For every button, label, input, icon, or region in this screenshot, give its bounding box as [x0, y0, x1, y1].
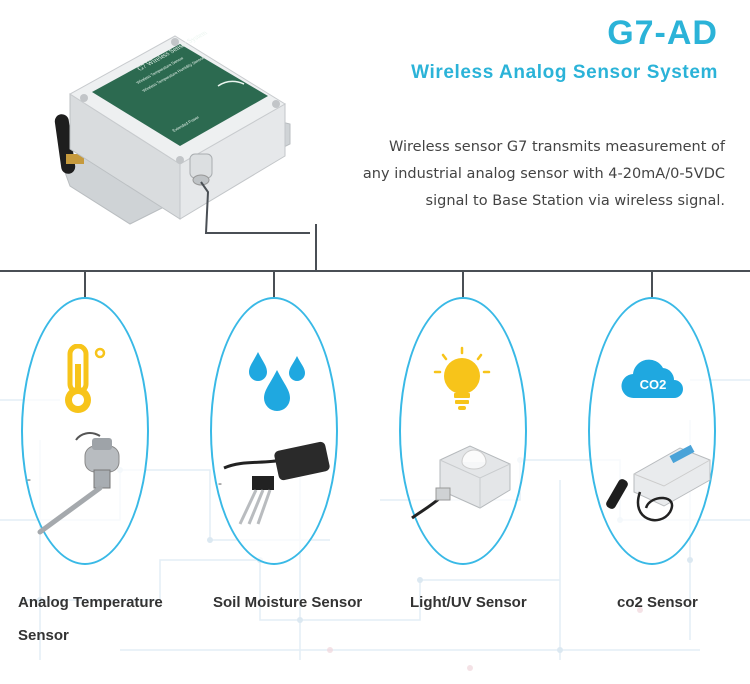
decorative-dash: -	[27, 472, 31, 486]
device-connector-line	[315, 224, 317, 272]
brand-logo-icon	[217, 80, 245, 87]
sensor-label-temperature: Analog Temperature Sensor	[18, 586, 198, 652]
sensor-label-co2: co2 Sensor	[617, 586, 737, 619]
sensor-card-co2	[588, 297, 716, 565]
decorative-dash: -	[218, 476, 222, 490]
branch-line	[84, 271, 86, 299]
light-bulb-icon	[433, 346, 491, 410]
water-drops-icon	[249, 352, 305, 411]
sensor-label-soil: Soil Moisture Sensor	[213, 586, 393, 619]
light-uv-sensor-image	[411, 445, 511, 520]
temperature-probe-image	[37, 432, 120, 535]
co2-cloud-text: CO2	[640, 377, 667, 392]
soil-moisture-probe-image	[223, 441, 330, 525]
page-subtitle: Wireless Analog Sensor System	[411, 62, 718, 83]
sensor-label-line: Soil Moisture Sensor	[213, 594, 363, 611]
description: Wireless sensor G7 transmits measurement…	[325, 134, 725, 215]
sensor-label-line: co2 Sensor	[617, 594, 698, 611]
co2-sensor-image	[606, 444, 711, 522]
description-line: signal to Base Station via wireless sign…	[425, 193, 725, 209]
sensor-label-line: Analog Temperature	[18, 594, 163, 611]
thermometer-icon	[65, 344, 106, 413]
co2-cloud-icon: CO2	[621, 359, 683, 399]
description-line: Wireless sensor G7 transmits measurement…	[388, 139, 725, 155]
branch-line	[651, 271, 653, 299]
branch-line	[273, 271, 275, 299]
description-line: any industrial analog sensor with 4-20mA…	[362, 166, 725, 182]
branch-line	[462, 271, 464, 299]
sensor-label-line: Sensor	[18, 627, 69, 644]
sensor-card-temperature	[21, 297, 149, 565]
sensor-label-line: Light/UV Sensor	[410, 594, 527, 611]
g7-device-image: G7 Wireless Sensor System Wireless Tempe…	[54, 29, 310, 234]
sensor-card-soil	[210, 297, 338, 565]
page-title: G7-AD	[607, 14, 718, 52]
sensor-label-light: Light/UV Sensor	[410, 586, 560, 619]
bus-line	[0, 270, 750, 272]
sensor-card-light	[399, 297, 527, 565]
